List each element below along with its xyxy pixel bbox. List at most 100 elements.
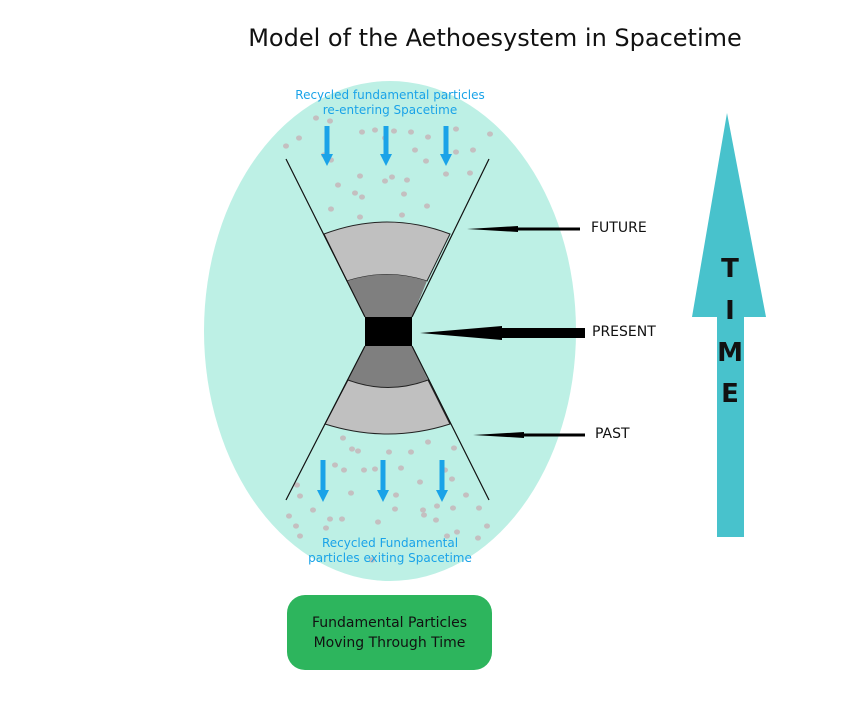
box-line: Moving Through Time <box>313 634 466 651</box>
time-letter: T <box>721 254 739 284</box>
particle-dot <box>423 158 429 164</box>
past-label: PAST <box>595 426 630 442</box>
particle-dot <box>412 147 418 153</box>
particle-dot <box>393 492 399 498</box>
top-note-line: re-entering Spacetime <box>322 103 458 117</box>
particle-dot <box>293 523 299 529</box>
down-arrow-icon <box>377 460 389 502</box>
particle-dot <box>424 203 430 209</box>
particle-dot <box>443 171 449 177</box>
down-arrow-icon <box>321 126 333 166</box>
box-line: Fundamental Particles <box>311 614 468 631</box>
future-dark-band <box>347 274 427 317</box>
particle-dot <box>323 525 329 531</box>
particle-dot <box>454 529 460 535</box>
particle-dot <box>382 178 388 184</box>
particle-dot <box>408 129 414 135</box>
time-letter: I <box>725 296 735 326</box>
particle-dot <box>425 134 431 140</box>
particle-dot <box>286 513 292 519</box>
particle-dot <box>352 190 358 196</box>
particle-dot <box>357 214 363 220</box>
particle-dot <box>297 533 303 539</box>
particle-dot <box>369 557 375 563</box>
time-arrow <box>692 113 766 537</box>
particle-dot <box>294 482 300 488</box>
down-arrow-icon <box>380 126 392 166</box>
past-dark-band <box>348 346 428 388</box>
particle-dot <box>375 519 381 525</box>
particle-dot <box>327 118 333 124</box>
light-cone-lines <box>285 158 490 501</box>
down-arrow-icon <box>317 460 329 502</box>
particle-dot <box>341 467 347 473</box>
particle-dot <box>433 517 439 523</box>
particle-dot <box>391 128 397 134</box>
particle-dot <box>425 439 431 445</box>
top-note-line: Recycled fundamental particles <box>295 88 485 102</box>
past-pointer <box>473 432 585 438</box>
bottom-note-line: Recycled Fundamental <box>321 536 459 550</box>
bottom-note-line: particles exiting Spacetime <box>308 551 472 565</box>
present-pointer <box>420 326 585 340</box>
particle-dot <box>297 493 303 499</box>
particle-dot <box>421 512 427 518</box>
down-arrow-icon <box>436 460 448 502</box>
pointer-arrows <box>420 226 585 438</box>
particle-dot <box>340 435 346 441</box>
particle-dot <box>417 479 423 485</box>
particle-dot <box>401 191 407 197</box>
down-arrow-icon <box>440 126 452 166</box>
particle-dot <box>453 126 459 132</box>
particle-dot <box>310 507 316 513</box>
particle-dot <box>451 445 457 451</box>
particle-dot <box>475 535 481 541</box>
particle-dot <box>449 476 455 482</box>
particle-dot <box>296 135 302 141</box>
particle-dot <box>328 206 334 212</box>
particle-dot <box>339 516 345 522</box>
particle-dot <box>357 173 363 179</box>
particle-dot <box>399 212 405 218</box>
time-letter: M <box>717 338 743 368</box>
particle-dot <box>389 174 395 180</box>
particle-dot <box>392 506 398 512</box>
top-note: Recycled fundamental particles re-enteri… <box>270 88 510 118</box>
particle-dot <box>372 127 378 133</box>
particle-dot <box>359 194 365 200</box>
particle-dot <box>453 149 459 155</box>
particle-dot <box>450 505 456 511</box>
particle-dot <box>332 462 338 468</box>
particle-flow-arrows <box>317 126 452 502</box>
particle-dot <box>348 490 354 496</box>
present-block <box>365 317 412 346</box>
particle-dot <box>434 503 440 509</box>
particle-dot <box>398 465 404 471</box>
particle-dot <box>355 448 361 454</box>
particle-dot <box>359 129 365 135</box>
particle-dot <box>484 523 490 529</box>
time-letter: E <box>721 379 739 409</box>
particle-dot <box>420 507 426 513</box>
particle-dot <box>283 143 289 149</box>
particle-dot <box>463 492 469 498</box>
past-light-band <box>324 379 451 435</box>
particle-dot <box>404 177 410 183</box>
future-label: FUTURE <box>591 220 647 236</box>
bottom-note: Recycled Fundamental particles exiting S… <box>270 536 510 566</box>
particle-dot <box>349 446 355 452</box>
particle-dot <box>327 516 333 522</box>
particle-dot <box>335 182 341 188</box>
particle-dot <box>444 533 450 539</box>
particle-dot <box>476 505 482 511</box>
future-pointer <box>467 226 580 232</box>
particle-dot <box>313 115 319 121</box>
particle-dot <box>408 449 414 455</box>
particle-dot <box>467 170 473 176</box>
present-label: PRESENT <box>592 324 656 340</box>
particle-dot <box>361 467 367 473</box>
particle-dot <box>386 449 392 455</box>
